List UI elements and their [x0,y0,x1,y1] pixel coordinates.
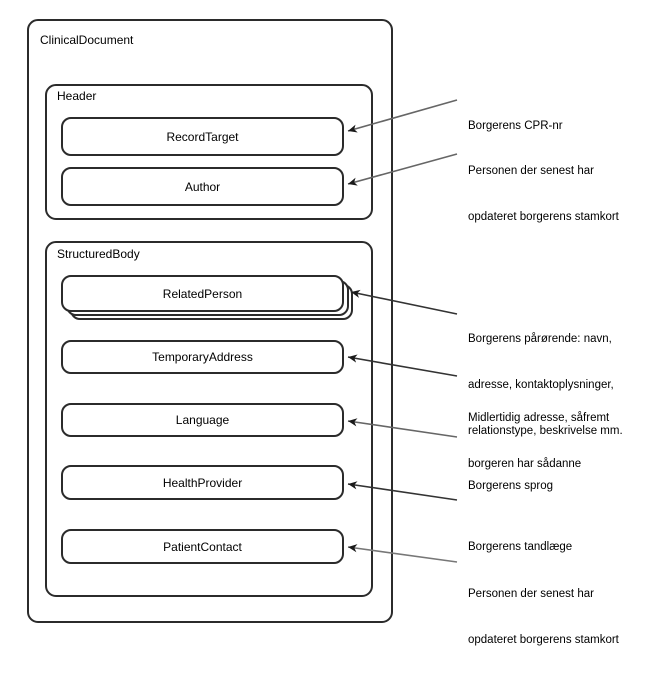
node-patient-contact[interactable]: PatientContact [61,529,344,564]
connector-layer [347,99,458,563]
annotation-line: Borgerens sprog [468,480,554,493]
connector-related-person [350,289,458,315]
node-record-target[interactable]: RecordTarget [61,117,344,156]
node-label-health-provider: HealthProvider [162,475,243,490]
container-label-structured-body: StructuredBody [57,247,140,261]
connector-health-provider [347,481,458,501]
annotation-line: Borgerens pårørende: navn, [468,333,612,346]
annotation-health-provider: Borgerens tandlæge [468,510,572,586]
annotation-author: Personen der senest har opdateret borger… [468,134,619,256]
connector-language [347,418,458,438]
container-label-header: Header [57,89,97,103]
node-label-author: Author [184,179,221,194]
node-temporary-address[interactable]: TemporaryAddress [61,340,344,374]
annotation-patient-contact: Personen der senest har opdateret borger… [468,557,619,679]
node-label-record-target: RecordTarget [166,129,239,144]
annotation-line: Borgerens tandlæge [468,541,573,554]
annotation-line: Midlertidig adresse, såfremt [468,412,610,425]
node-label-temporary-address: TemporaryAddress [152,350,253,364]
node-related-person[interactable]: RelatedPerson [61,275,344,312]
annotation-line: adresse, kontaktoplysninger, [468,379,614,392]
connector-patient-contact [347,544,458,563]
annotation-temporary-address: Midlertidig adresse, såfremt borgeren ha… [468,381,609,503]
annotation-line: opdateret borgerens stamkort [468,211,619,224]
connector-author [347,153,458,186]
node-label-patient-contact: PatientContact [163,539,242,554]
annotation-line: Borgerens CPR-nr [468,120,563,133]
node-language[interactable]: Language [61,403,344,437]
connector-temporary-address [347,354,458,377]
annotation-related-person: Borgerens pårørende: navn, adresse, kont… [468,302,623,469]
annotation-language: Borgerens sprog [468,449,553,525]
connector-record-target [347,99,458,133]
annotation-line: Personen der senest har [468,165,594,178]
container-label-clinical-document: ClinicalDocument [40,33,134,47]
annotation-line: relationstype, beskrivelse mm. [468,424,623,437]
node-health-provider[interactable]: HealthProvider [61,465,344,500]
annotation-line: borgeren har sådanne [468,458,582,471]
diagram-canvas: ClinicalDocument Header RecordTarget Aut… [27,19,623,646]
node-label-language: Language [175,413,230,427]
annotation-line: opdateret borgerens stamkort [468,634,619,647]
node-label-related-person: RelatedPerson [162,286,243,301]
annotation-line: Personen der senest har [468,588,594,601]
annotation-record-target: Borgerens CPR-nr [468,89,563,165]
node-author[interactable]: Author [61,167,344,206]
